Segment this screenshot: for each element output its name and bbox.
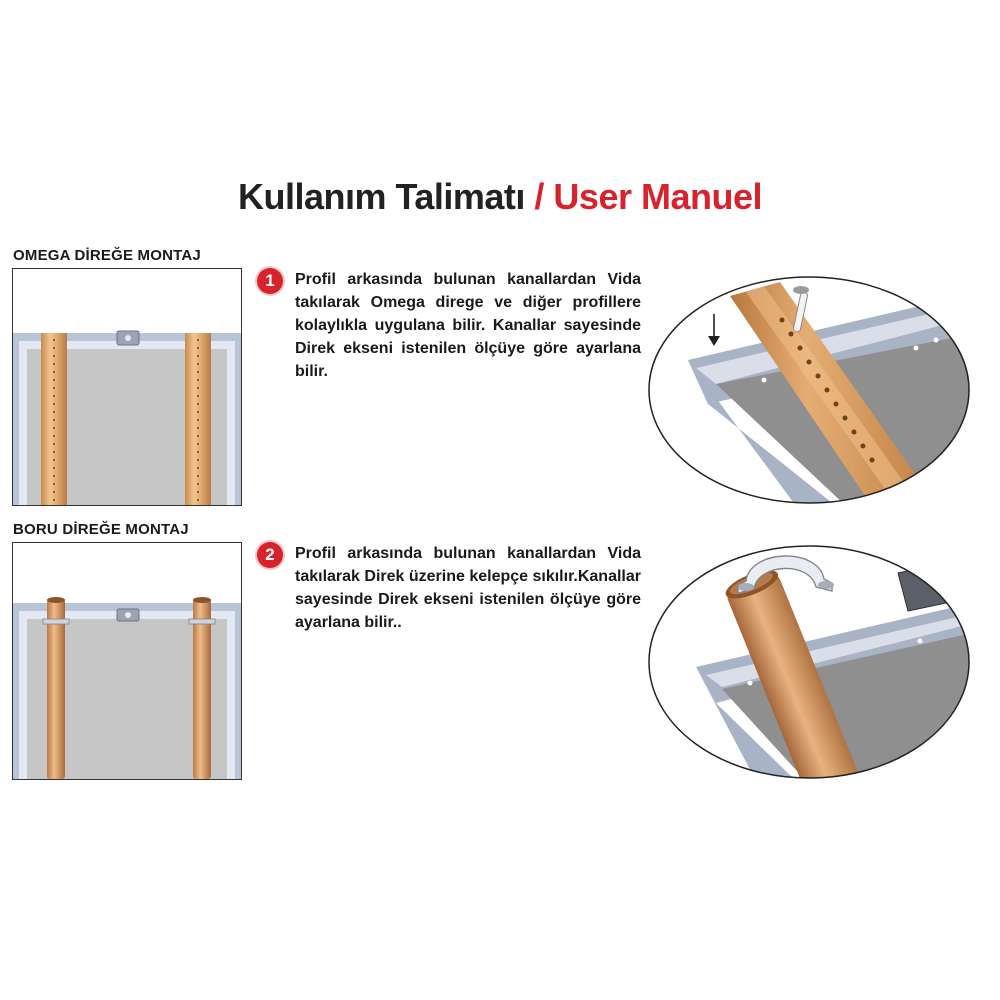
pipe-detail-zoom: [648, 545, 970, 779]
step-2-badge: 2: [257, 542, 283, 568]
step-1: 1 Profil arkasında bulunan kanallardan V…: [257, 268, 642, 388]
omega-mount-illustration: [12, 268, 242, 506]
section-label-omega: OMEGA DİREĞE MONTAJ: [13, 247, 201, 264]
pipe-mount-illustration: [12, 542, 242, 780]
pipe-pole-right: [188, 597, 216, 779]
title-separator: /: [534, 176, 544, 217]
omega-pole-left: [41, 333, 67, 505]
title-english: User Manuel: [553, 176, 762, 217]
pipe-pole-left: [42, 597, 70, 779]
step-1-text: Profil arkasında bulunan kanallardan Vid…: [295, 271, 641, 380]
page-title: Kullanım Talimatı / User Manuel: [0, 176, 1000, 218]
omega-detail-zoom: [648, 276, 970, 504]
omega-pole-right: [185, 333, 211, 505]
step-2: 2 Profil arkasında bulunan kanallardan V…: [257, 542, 642, 662]
step-2-text: Profil arkasında bulunan kanallardan Vid…: [295, 545, 641, 631]
step-1-badge: 1: [257, 268, 283, 294]
section-label-pipe: BORU DİREĞE MONTAJ: [13, 521, 189, 538]
title-turkish: Kullanım Talimatı: [237, 176, 525, 217]
